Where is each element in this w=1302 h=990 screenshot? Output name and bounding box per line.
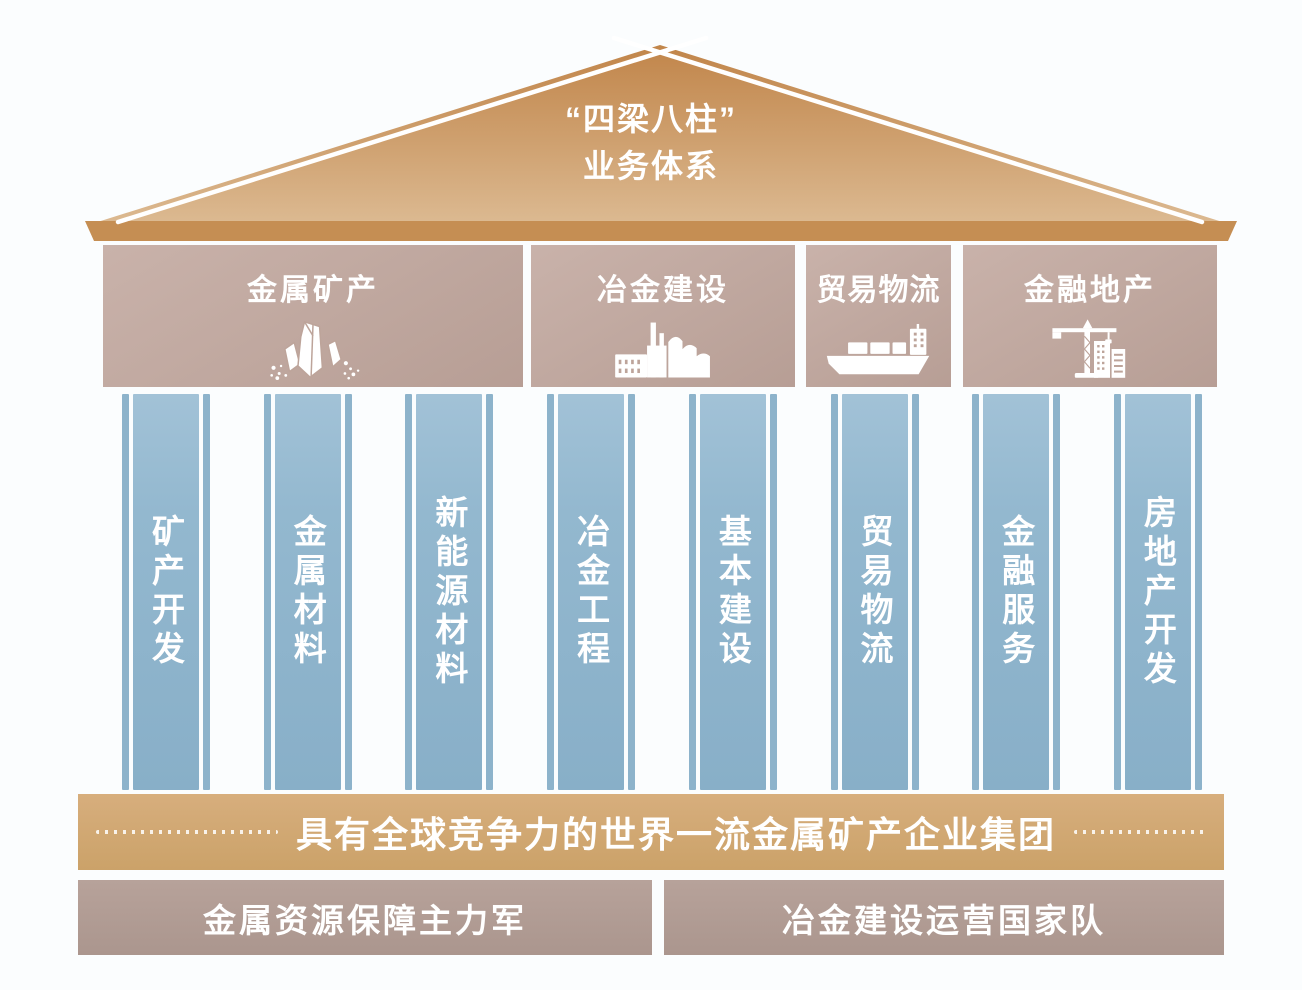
pillar-side-strip [486,394,494,790]
pillar-side-strip [769,394,777,790]
pillar-label: 新能源材料 [430,494,468,690]
pillar-label: 基本建设 [714,514,752,670]
dotted-line-right [1074,830,1206,834]
pillar-side-strip [547,394,555,790]
pillar-side-strip [203,394,210,790]
pillar-side-strip [263,394,271,790]
pillar-basic-construction: 基本建设 [688,394,777,790]
pillar-trade-logistics: 贸易物流 [830,394,919,790]
pillar-label: 冶金工程 [572,514,610,670]
pillar-side-strip [830,394,838,790]
vision-banner: 具有全球竞争力的世界一流金属矿产企业集团 [78,794,1224,870]
pillar-side-strip [972,394,980,790]
foundation-block-metallurgical-team: 冶金建设运营国家队 [664,880,1224,955]
pillar-new-energy-materials: 新能源材料 [405,394,494,790]
beam-metal-minerals: 金属矿产 [103,245,523,387]
ship-icon [820,317,938,381]
pillar-side-strip [122,394,129,790]
crane-icon [1039,317,1141,381]
dotted-line-left [95,830,278,834]
beam-label: 贸易物流 [816,274,941,307]
roof-triangle [88,45,1232,225]
pillar-side-strip [1113,394,1121,790]
pillar-label: 矿产开发 [147,514,185,670]
foundation-label: 金属资源保障主力军 [203,901,527,939]
pillar-real-estate-development: 房地产开发 [1113,394,1202,790]
pillar-label: 金属材料 [289,514,327,670]
pillar-side-strip [1194,394,1202,790]
roof-shape [85,35,1237,241]
pillar-metal-materials: 金属材料 [263,394,352,790]
beam-metallurgical-construction: 冶金建设 [531,245,795,387]
pillar-side-strip [1053,394,1061,790]
vision-banner-label: 具有全球竞争力的世界一流金属矿产企业集团 [295,814,1056,855]
roof-eave [85,221,1237,241]
beam-finance-real-estate: 金融地产 [963,245,1217,387]
beam-label: 金融地产 [1024,274,1156,307]
beam-trade-logistics: 贸易物流 [806,245,951,387]
crystal-icon [257,317,369,381]
roof-title: “四梁八柱” 业务体系 [0,96,1302,190]
pillar-label: 房地产开发 [1139,494,1177,690]
pillar-side-strip [405,394,413,790]
roof-title-line1: “四梁八柱” [564,101,737,137]
pillar-side-strip [688,394,696,790]
roof-ridge-line-right [611,35,1205,225]
pillar-side-strip [628,394,636,790]
factory-icon [604,317,722,381]
pillar-label: 贸易物流 [856,514,894,670]
pillar-label: 金融服务 [997,514,1035,670]
pillar-mineral-development: 矿产开发 [122,394,210,790]
pillar-side-strip [344,394,352,790]
pillar-financial-services: 金融服务 [972,394,1061,790]
beam-label: 冶金建设 [597,274,729,307]
pillars-row: 矿产开发 金属材料 新能源材料 冶金工程 基本建设 贸易物流 [122,394,1202,790]
roof-ridge-line-left [115,35,709,225]
pillar-side-strip [911,394,919,790]
roof-title-line2: 业务体系 [582,148,719,184]
beam-label: 金属矿产 [247,274,379,307]
foundation-label: 冶金建设运营国家队 [782,901,1106,939]
pillar-metallurgical-engineering: 冶金工程 [547,394,636,790]
foundation-block-metal-resources: 金属资源保障主力军 [78,880,652,955]
